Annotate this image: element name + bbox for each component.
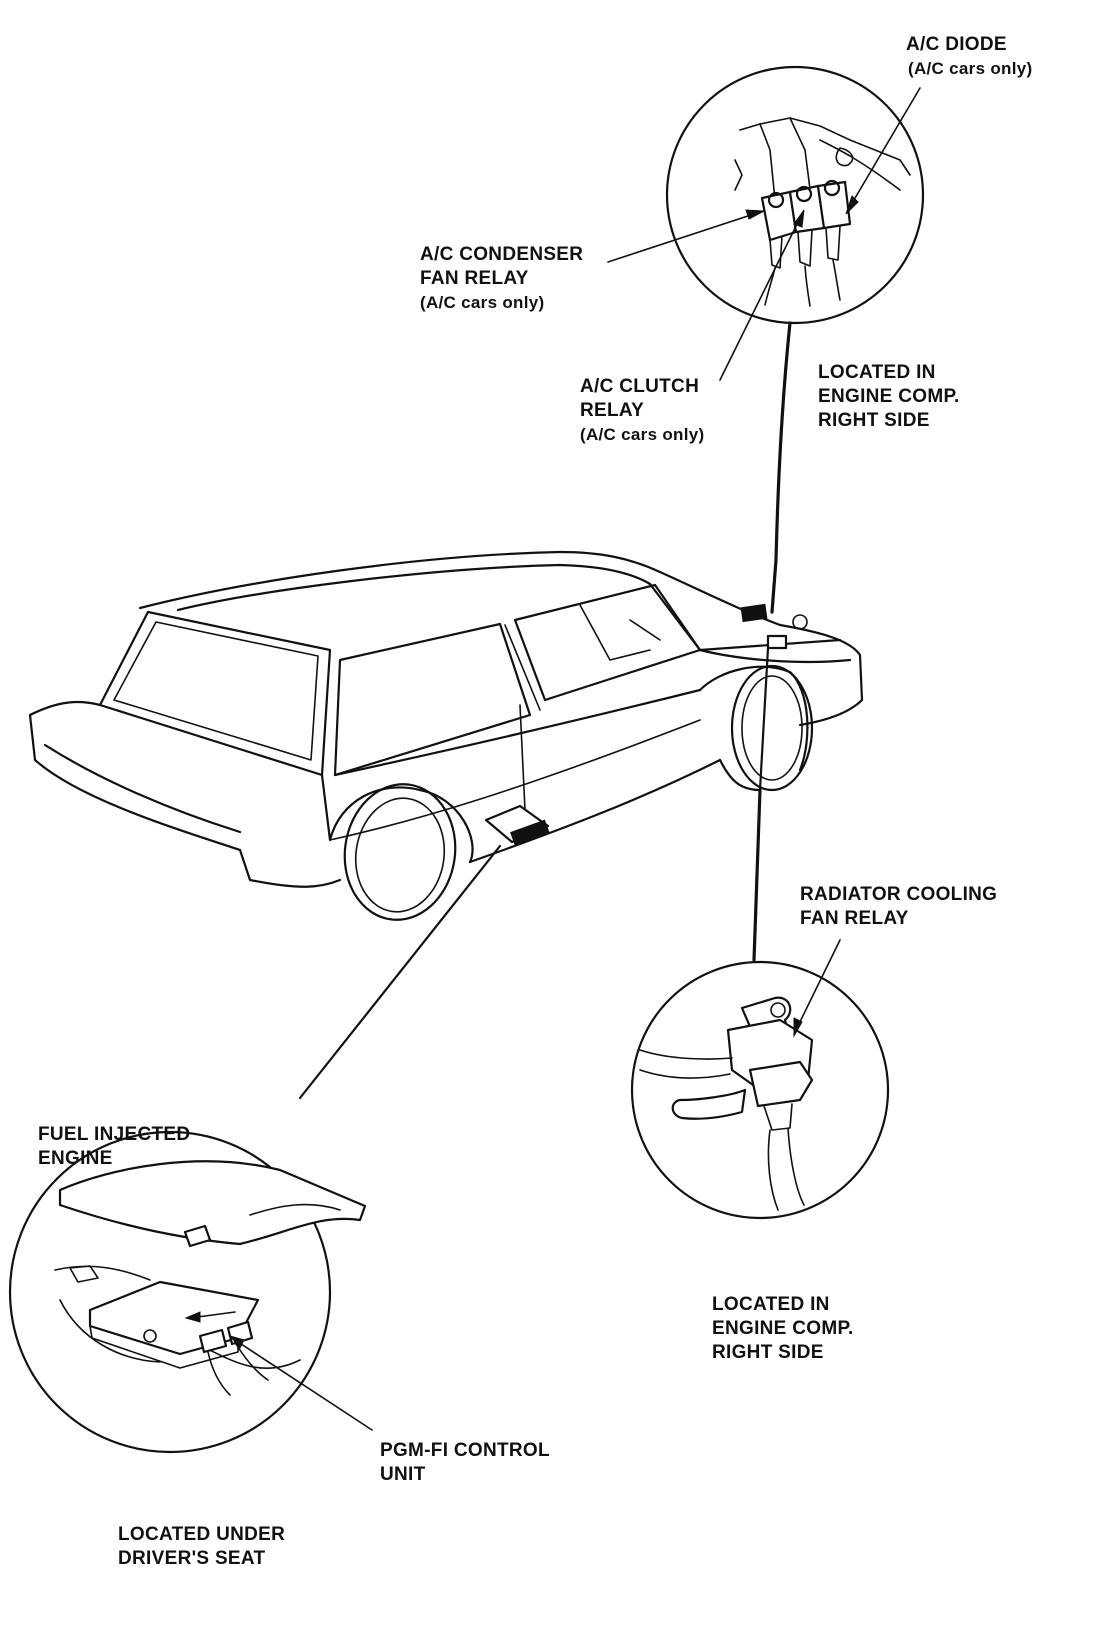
label-line: PGM-FI CONTROL <box>380 1440 550 1461</box>
label-line: RADIATOR COOLING <box>800 884 997 905</box>
label-line: RIGHT SIDE <box>818 410 930 431</box>
label-fuel-injected-engine: FUEL INJECTED ENGINE <box>38 1124 190 1169</box>
right-detail-circle <box>630 960 890 1220</box>
label-right-location: LOCATED IN ENGINE COMP. RIGHT SIDE <box>712 1294 854 1363</box>
label-line: FUEL INJECTED <box>38 1124 190 1145</box>
label-line: LOCATED UNDER <box>118 1524 285 1545</box>
relay-blocks <box>760 179 852 269</box>
leader-ac-clutch <box>719 213 803 381</box>
label-line: ENGINE COMP. <box>712 1318 854 1339</box>
label-line: A/C DIODE <box>906 34 1007 55</box>
label-line: A/C CONDENSER <box>420 244 583 265</box>
leader-pgm-fi-unit <box>234 1339 373 1431</box>
label-line: RIGHT SIDE <box>712 1342 824 1363</box>
label-ac-clutch-relay: A/C CLUTCH RELAY (A/C cars only) <box>580 376 704 444</box>
bottom-detail-circle <box>8 1130 367 1454</box>
label-line: FAN RELAY <box>420 268 529 289</box>
label-line: ENGINE <box>38 1148 113 1169</box>
label-bottom-location: LOCATED UNDER DRIVER'S SEAT <box>118 1524 285 1569</box>
label-line: (A/C cars only) <box>908 59 1032 78</box>
label-line: FAN RELAY <box>800 908 909 929</box>
label-line: LOCATED IN <box>818 362 936 383</box>
right-circle-connector <box>752 788 762 962</box>
label-line: (A/C cars only) <box>580 425 704 444</box>
label-ac-condenser-fan-relay: A/C CONDENSER FAN RELAY (A/C cars only) <box>420 244 583 312</box>
label-line: LOCATED IN <box>712 1294 830 1315</box>
leader-ac-condenser <box>607 211 761 263</box>
bottom-circle-connector <box>298 844 502 1100</box>
leader-ac-diode <box>847 87 921 211</box>
label-radiator-cooling-fan-relay: RADIATOR COOLING FAN RELAY <box>800 884 997 929</box>
label-line: RELAY <box>580 400 644 421</box>
top-circle-connector <box>770 321 792 614</box>
label-pgm-fi-control-unit: PGM-FI CONTROL UNIT <box>380 1440 550 1485</box>
label-line: ENGINE COMP. <box>818 386 960 407</box>
label-ac-diode: A/C DIODE (A/C cars only) <box>906 34 1032 78</box>
label-line: (A/C cars only) <box>420 293 544 312</box>
label-line: A/C CLUTCH <box>580 376 699 397</box>
top-detail-circle <box>665 65 925 325</box>
label-line: UNIT <box>380 1464 426 1485</box>
car-illustration <box>28 550 864 921</box>
label-top-location: LOCATED IN ENGINE COMP. RIGHT SIDE <box>818 362 960 431</box>
leader-radiator-fan-relay <box>795 939 841 1031</box>
label-line: DRIVER'S SEAT <box>118 1548 266 1569</box>
